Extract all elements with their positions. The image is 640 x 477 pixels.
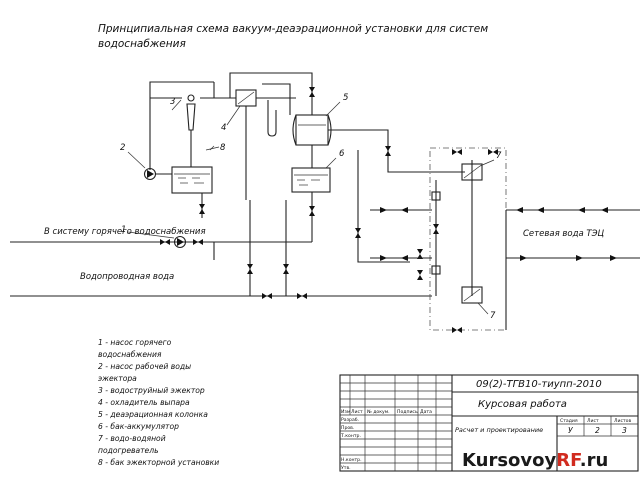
- callout-3: 3: [170, 97, 175, 107]
- tb-header: Изм: [341, 409, 351, 415]
- tb-stage-value: 3: [622, 426, 627, 435]
- legend-line: 1 - насос горячего: [98, 338, 172, 347]
- tb-role: Разраб.: [341, 417, 359, 423]
- diagram-title-line1: Принципиальная схема вакуум-деаэрационно…: [98, 23, 488, 35]
- watermark-logo: KursovoyRF.ru: [462, 450, 608, 471]
- legend: 1 - насос горячего водоснабжения 2 - нас…: [98, 338, 219, 467]
- callout-2: 2: [120, 143, 125, 153]
- document-code: 09(2)-ТГВ10-тиупп-2010: [476, 379, 602, 390]
- tb-header: Лист: [351, 409, 363, 415]
- ejector-tank: [171, 145, 215, 194]
- watermark-part3: .ru: [580, 450, 609, 471]
- legend-line: 3 - водоструйный эжектор: [98, 386, 205, 395]
- subject: Расчет и проектирование: [455, 426, 543, 434]
- title-block: Изм Лист № докум. Подпись Дата Разраб. П…: [339, 374, 639, 472]
- label-network-water: Сетевая вода ТЭЦ: [523, 229, 605, 239]
- tb-stage-value: У: [568, 426, 574, 435]
- deaeration-column: [292, 114, 332, 146]
- watermark-part2: RF: [556, 450, 581, 471]
- tb-header: Подпись: [397, 409, 418, 415]
- legend-line: подогреватель: [98, 446, 159, 455]
- legend-line: водоснабжения: [98, 350, 162, 359]
- tb-role: Пров.: [341, 425, 354, 431]
- callout-7-lower: 7: [490, 311, 496, 321]
- legend-line: 8 - бак эжекторной установки: [98, 458, 219, 467]
- heater-frame: [429, 147, 507, 331]
- work-type: Курсовая работа: [478, 398, 567, 410]
- callout-4: 4: [221, 123, 226, 133]
- ejector-water-pump: [143, 167, 157, 181]
- watermark-part1: Kursovoy: [462, 450, 557, 471]
- tb-header: № докум.: [367, 409, 390, 415]
- callout-7-upper: 7: [496, 151, 502, 161]
- storage-tank: [291, 167, 331, 193]
- tb-stage-value: 2: [595, 426, 600, 435]
- label-hot-water-supply: В систему горячего водоснабжения: [44, 227, 206, 237]
- diagram-title-line2: водоснабжения: [98, 38, 186, 50]
- heater-upper: [461, 163, 483, 181]
- legend-line: 7 - водо-водяной: [98, 434, 166, 443]
- tb-role: Т.контр.: [340, 433, 361, 439]
- callout-8: 8: [220, 143, 226, 153]
- legend-line: 4 - охладитель выпара: [98, 398, 190, 407]
- tb-header: Дата: [420, 409, 432, 415]
- callout-1: 1: [121, 225, 126, 235]
- tb-stage-header: Стадия: [560, 418, 578, 424]
- tb-stage-header: Листов: [614, 418, 631, 424]
- legend-line: 6 - бак-аккумулятор: [98, 422, 179, 431]
- tb-stage-header: Лист: [587, 418, 599, 424]
- hot-water-pump: [173, 235, 187, 249]
- label-tap-water: Водопроводная вода: [80, 272, 174, 282]
- heater-lower: [461, 286, 483, 304]
- tb-role: Н.контр.: [341, 457, 362, 463]
- svg-text:KursovoyRF.ru: KursovoyRF.ru: [462, 450, 608, 471]
- legend-line: 5 - деаэрационная колонка: [98, 410, 208, 419]
- tb-role: Утв.: [341, 465, 351, 471]
- ejector-symbol: [171, 94, 196, 150]
- legend-line: эжектора: [98, 374, 137, 383]
- legend-line: 2 - насос рабочей воды: [98, 362, 191, 371]
- callout-5: 5: [343, 93, 348, 103]
- callout-6: 6: [339, 149, 345, 159]
